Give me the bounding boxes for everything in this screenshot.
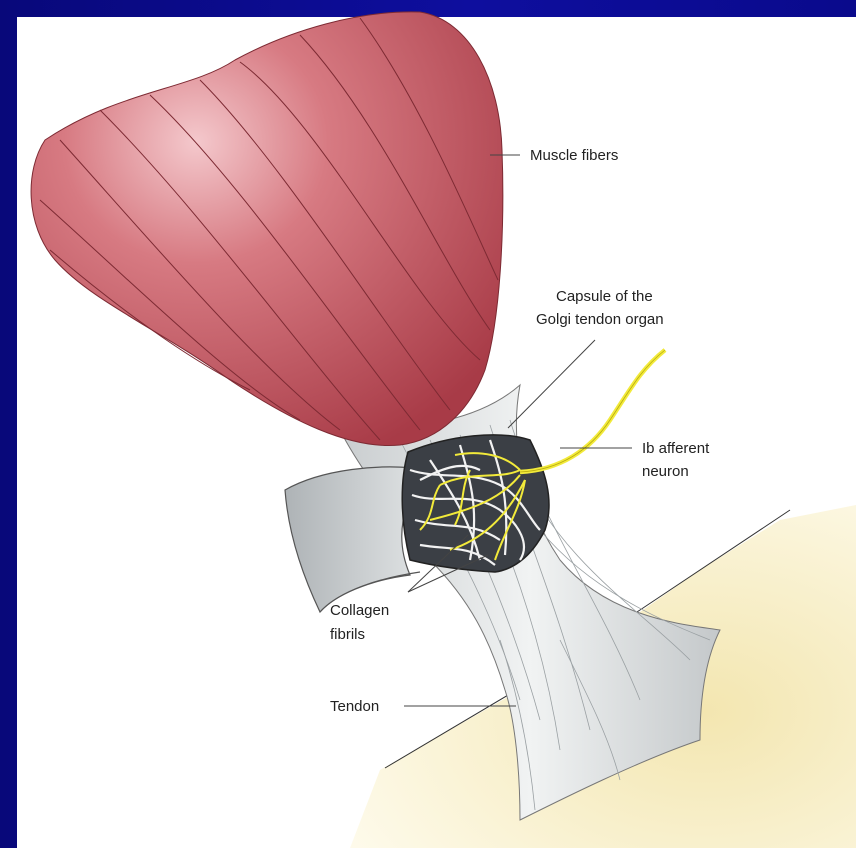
- label-afferent-line2: neuron: [642, 461, 689, 482]
- label-capsule-line2: Golgi tendon organ: [536, 309, 664, 330]
- label-afferent-line1: Ib afferent: [642, 438, 709, 459]
- label-collagen-line2: fibrils: [330, 624, 365, 645]
- label-tendon: Tendon: [330, 696, 379, 717]
- label-muscle-fibers: Muscle fibers: [530, 145, 618, 166]
- label-collagen-line1: Collagen: [330, 600, 389, 621]
- label-capsule-line1: Capsule of the: [556, 286, 653, 307]
- leader-capsule: [508, 340, 595, 428]
- capsule-window: [402, 435, 549, 572]
